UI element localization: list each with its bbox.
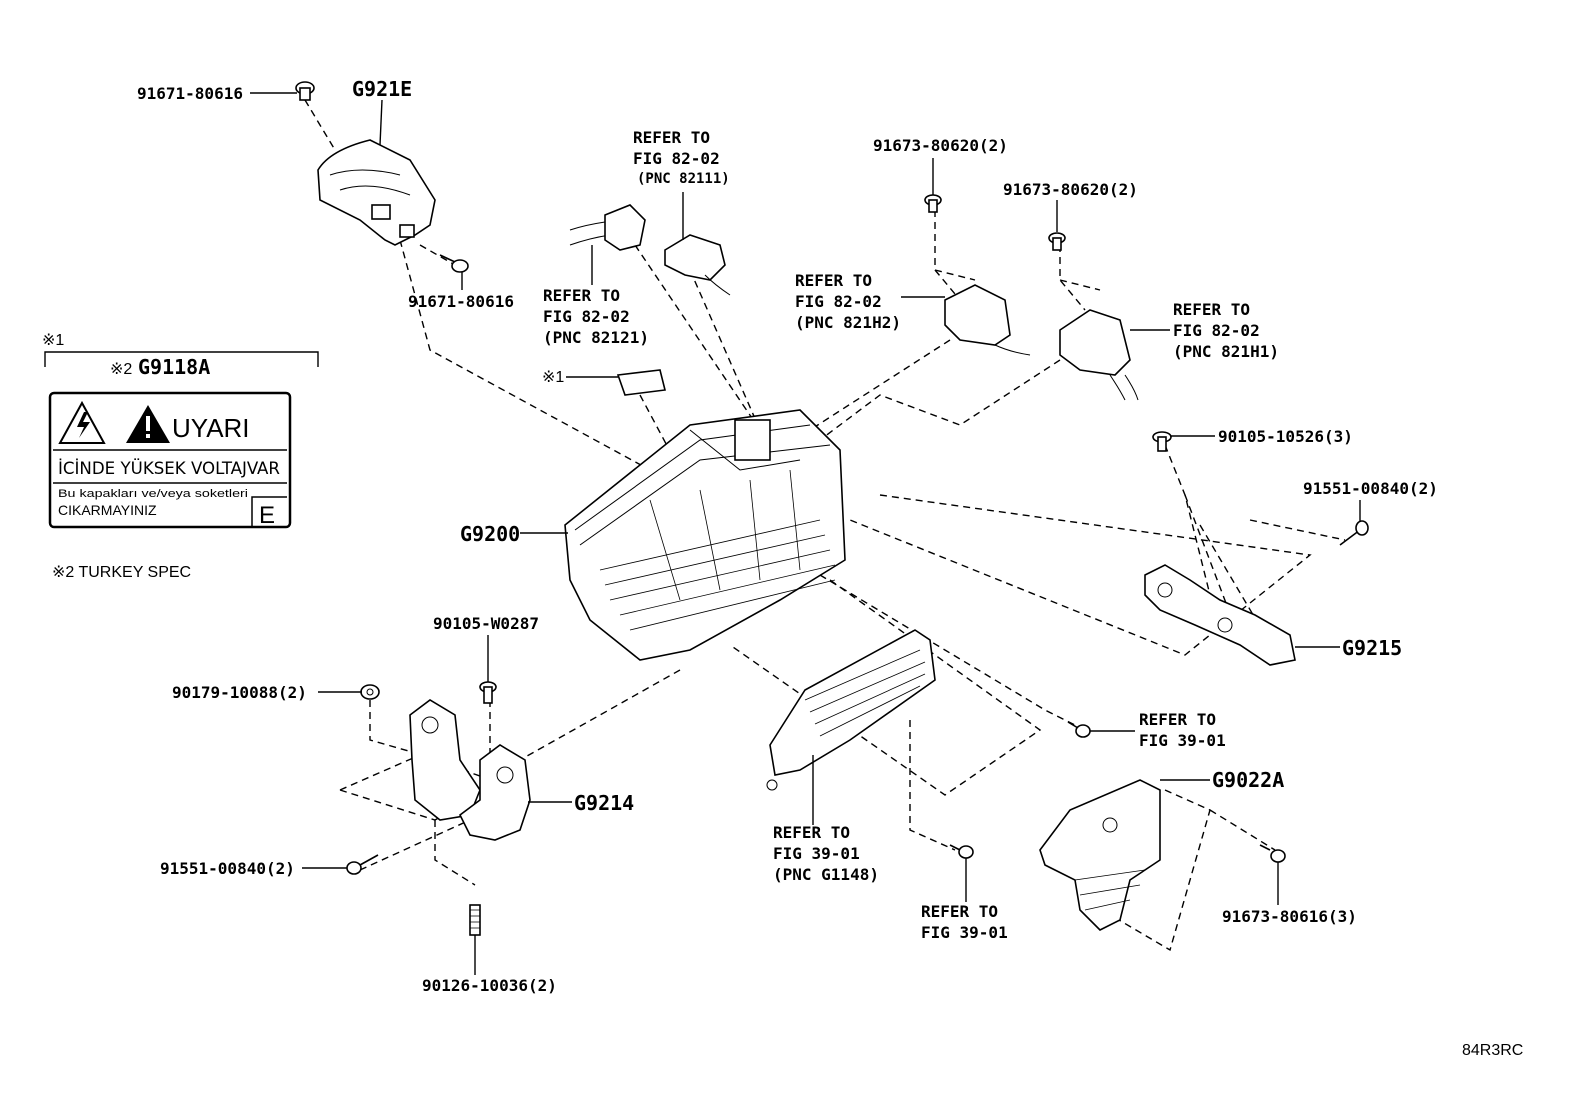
high-voltage-icon <box>58 400 106 444</box>
label-bolt-cover: 91671-80616 <box>408 292 514 311</box>
ecu-g9022a-icon <box>1039 779 1161 931</box>
label-cover-g921e: G921E <box>352 77 412 101</box>
ref-3901-a-line2: FIG 39-01 <box>1139 731 1226 750</box>
ref-82121-line2: FIG 82-02 <box>543 307 630 326</box>
ref-821h1-line2: FIG 82-02 <box>1173 321 1260 340</box>
ref-g1148-line2: FIG 39-01 <box>773 844 860 863</box>
ref-3901-b-line2: FIG 39-01 <box>921 923 1008 942</box>
bolt-91673-80616-icon <box>1259 844 1286 863</box>
label-bracket-g9214: G9214 <box>574 791 634 815</box>
connector-82111-icon <box>664 234 731 296</box>
warning-sticker-icon <box>616 369 666 396</box>
bolt-91551-right-icon <box>1339 520 1369 546</box>
warning-line3: CIKARMAYINIZ <box>58 502 157 518</box>
bolt-cover-icon <box>439 254 469 273</box>
ref-82111-line3: (PNC 82111) <box>637 171 730 187</box>
warning-line2: Bu kapakları ve/veya soketleri <box>58 488 248 500</box>
warning-label-frame <box>48 391 292 529</box>
ref-821h2-line2: FIG 82-02 <box>795 292 882 311</box>
ref-82121-line3: (PNC 82121) <box>543 328 649 347</box>
warning-triangle-icon <box>126 405 170 443</box>
ref-821h2-line1: REFER TO <box>795 271 872 290</box>
ref-82111-line2: FIG 82-02 <box>633 149 720 168</box>
label-warning-g9118a: G9118A <box>138 355 210 379</box>
connector-821h1-icon <box>1059 309 1139 401</box>
ref-82121-line1: REFER TO <box>543 286 620 305</box>
mark1-header: ※1 <box>42 332 64 349</box>
leader-lines <box>250 92 1361 975</box>
diagram-code: 84R3RC <box>1462 1042 1523 1059</box>
label-inverter-g9200: G9200 <box>460 522 520 546</box>
label-ecu-g9022a: G9022A <box>1212 768 1284 792</box>
nut-90179-icon <box>360 684 380 700</box>
label-bolt-top: 91671-80616 <box>137 84 243 103</box>
label-bolt-91673-80616: 91673-80616(3) <box>1222 907 1357 926</box>
ref-821h1-line3: (PNC 821H1) <box>1173 342 1279 361</box>
bracket-g9214-icon <box>409 699 531 841</box>
label-bolt-90105-10526: 90105-10526(3) <box>1218 427 1353 446</box>
bolt-ref-3901-b-icon <box>949 844 974 859</box>
ref-g1148-line1: REFER TO <box>773 823 850 842</box>
warning-letter: E <box>259 502 275 529</box>
label-bolt-91673-b: 91673-80620(2) <box>1003 180 1138 199</box>
bolt-91673-a-icon <box>924 194 942 213</box>
label-bolt-91673-a: 91673-80620(2) <box>873 136 1008 155</box>
warning-label-group: ※1 ※2 G9118A UYARI İCİNDE YÜKSEK VOLTAJV… <box>42 332 319 581</box>
warning-title: UYARI <box>172 413 250 443</box>
bolt-ref-3901-a-icon <box>1067 721 1091 738</box>
inverter-g9200-icon <box>564 409 846 661</box>
cover-g921e-icon <box>317 139 436 246</box>
label-bolt-91551-right: 91551-00840(2) <box>1303 479 1438 498</box>
label-bracket-g9215: G9215 <box>1342 636 1402 660</box>
label-nut-90179: 90179-10088(2) <box>172 683 307 702</box>
ref-3901-a-line1: REFER TO <box>1139 710 1216 729</box>
label-bolt-90105-w0287: 90105-W0287 <box>433 614 539 633</box>
bolt-91673-b-icon <box>1048 232 1066 251</box>
turkey-spec-note: ※2 TURKEY SPEC <box>52 564 191 581</box>
ref-821h2-line3: (PNC 821H2) <box>795 313 901 332</box>
warning-line1: İCİNDE YÜKSEK VOLTAJVAR <box>58 457 280 479</box>
connector-82121-icon <box>569 204 646 251</box>
mark1-sticker-label: ※1 <box>542 369 564 386</box>
bracket-g9215-icon <box>1144 564 1296 666</box>
connector-821h2-icon <box>944 284 1031 356</box>
ref-g1148-line3: (PNC G1148) <box>773 865 879 884</box>
bolt-90105-10526-icon <box>1152 431 1172 452</box>
stud-90126-icon <box>469 904 481 936</box>
ref-82111-line1: REFER TO <box>633 128 710 147</box>
bolt-90105-w0287-icon <box>479 681 497 704</box>
label-stud-90126: 90126-10036(2) <box>422 976 557 995</box>
mark2-prefix: ※2 <box>110 361 132 378</box>
bolt-top-icon <box>295 81 315 101</box>
plate-g1148-icon <box>766 629 936 791</box>
ref-821h1-line1: REFER TO <box>1173 300 1250 319</box>
ref-3901-b-line1: REFER TO <box>921 902 998 921</box>
label-bolt-91551-left: 91551-00840(2) <box>160 859 295 878</box>
